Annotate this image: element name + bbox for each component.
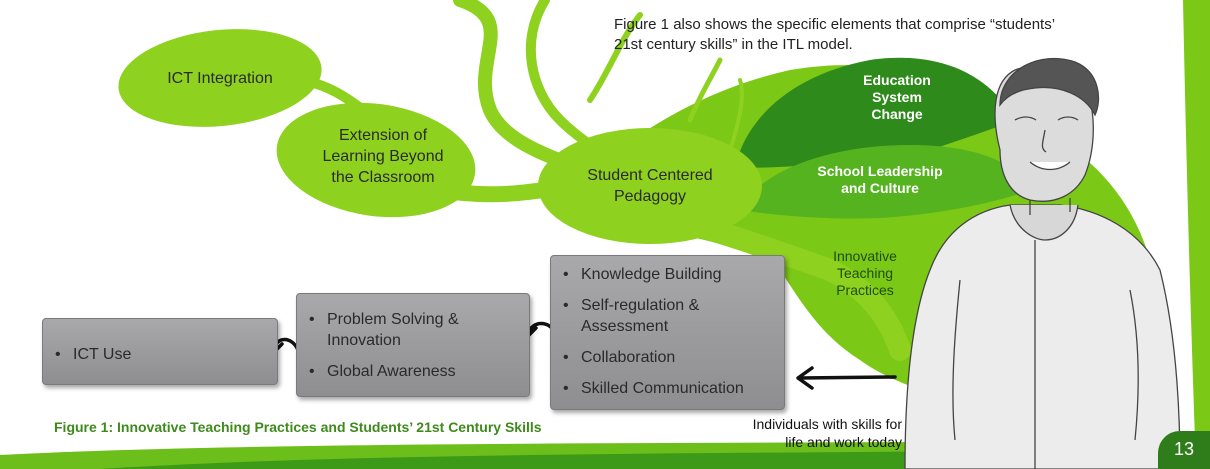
skill-item: •Problem Solving &Innovation <box>309 311 459 349</box>
leaf-extension-learning <box>276 102 476 218</box>
leaf-label-extension: Extension of Learning Beyond the Classro… <box>322 127 444 186</box>
leaf-student-centered <box>538 128 762 244</box>
student-sketch <box>904 57 1181 469</box>
individuals-text: Individuals with skills for life and wor… <box>752 416 902 450</box>
skill-item: •Skilled Communication <box>563 380 744 397</box>
intro-line-2: 21st century skills” in the ITL model. <box>614 36 853 53</box>
label-education-system-change: Education System Change <box>863 72 931 122</box>
leaf-label-ict-integration: ICT Integration <box>167 70 273 87</box>
intro-text: Figure 1 also shows the specific element… <box>614 15 1055 55</box>
skills-box-2: •Problem Solving &Innovation •Global Awa… <box>296 293 530 397</box>
skill-item: •Global Awareness <box>309 363 456 380</box>
skills-box-3: •ICT Use <box>42 318 278 385</box>
page-number: 13 <box>1158 431 1210 469</box>
leaf-ict-integration <box>118 29 322 127</box>
band-school-leadership <box>740 145 1030 219</box>
skill-item: •Knowledge Building <box>563 266 722 283</box>
skill-item: •Collaboration <box>563 349 676 366</box>
right-edge-stripe <box>1183 0 1210 469</box>
skills-box-1: •Knowledge Building •Self-regulation &As… <box>550 255 785 410</box>
skill-item: •ICT Use <box>55 346 132 363</box>
arrow-to-box1 <box>798 375 897 380</box>
intro-line-1: Figure 1 also shows the specific element… <box>614 16 1056 33</box>
band-education-system <box>735 57 1015 168</box>
skill-item: •Self-regulation &Assessment <box>563 297 700 335</box>
label-school-leadership: School Leadership and Culture <box>817 163 943 196</box>
figure-caption: Figure 1: Innovative Teaching Practices … <box>54 419 542 435</box>
leaf-label-student-centered: Student Centered Pedagogy <box>587 167 713 205</box>
label-innovative-teaching: Innovative Teaching Practices <box>833 248 897 298</box>
